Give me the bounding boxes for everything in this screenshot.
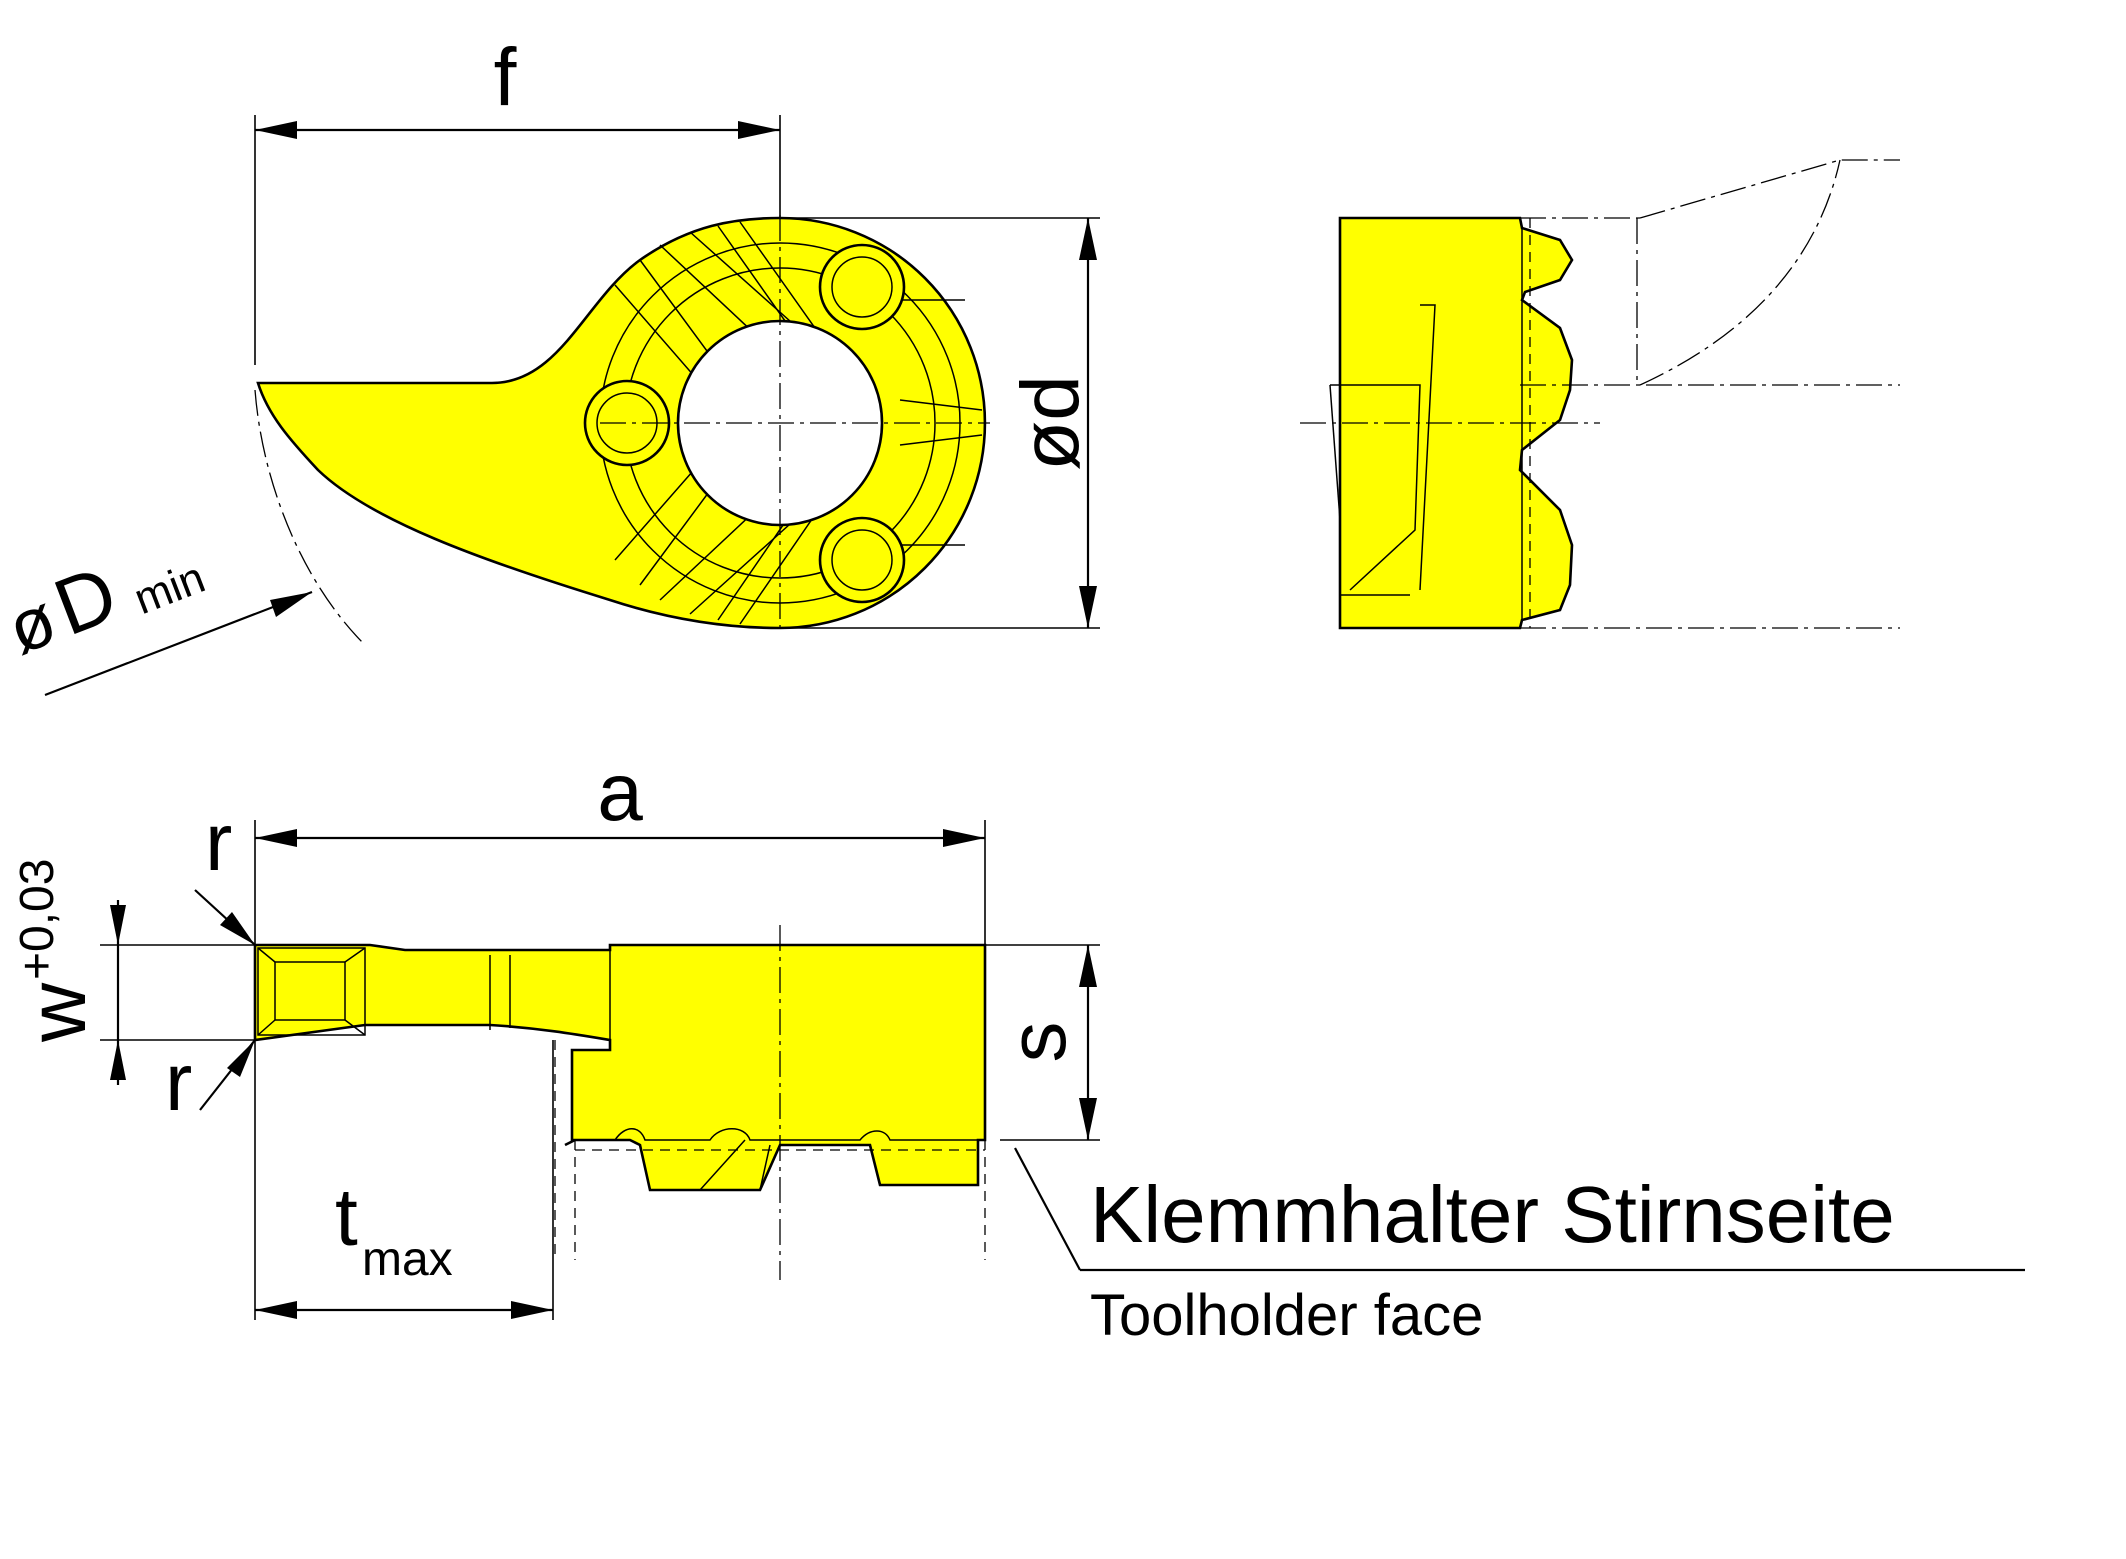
insert-front-body	[253, 943, 987, 1192]
label-w-tolerance: +0,03	[11, 859, 64, 980]
dimension-Dmin: ø D min	[0, 548, 313, 697]
dimension-r: r r	[165, 797, 256, 1128]
dimension-f: f	[254, 32, 781, 365]
side-view	[1300, 159, 1900, 630]
caption-english: Toolholder face	[1090, 1283, 1483, 1348]
label-t: t	[335, 1172, 358, 1263]
caption-german: Klemmhalter Stirnseite	[1090, 1170, 1895, 1259]
label-w: w	[12, 982, 103, 1043]
dimension-a: a	[254, 747, 986, 945]
front-view: a w +0,03	[11, 747, 2025, 1348]
dimension-tmax: t max	[254, 1040, 554, 1320]
label-max: max	[362, 1233, 453, 1286]
label-a: a	[597, 747, 643, 838]
toolholder-face-callout: Klemmhalter Stirnseite Toolholder face	[1014, 1147, 2025, 1348]
top-view: f	[0, 32, 1100, 697]
label-r-bottom: r	[165, 1037, 192, 1128]
label-od: ød	[1005, 375, 1096, 471]
insert-side-body	[1338, 216, 1574, 630]
label-f: f	[494, 32, 517, 123]
label-min: min	[128, 553, 212, 624]
label-s: s	[992, 1022, 1083, 1063]
dimension-s: s	[985, 944, 1100, 1141]
insert-top-view	[254, 215, 990, 646]
label-r-top: r	[205, 797, 232, 888]
dimension-od: ød	[780, 217, 1100, 629]
dimension-w: w +0,03	[11, 859, 255, 1085]
